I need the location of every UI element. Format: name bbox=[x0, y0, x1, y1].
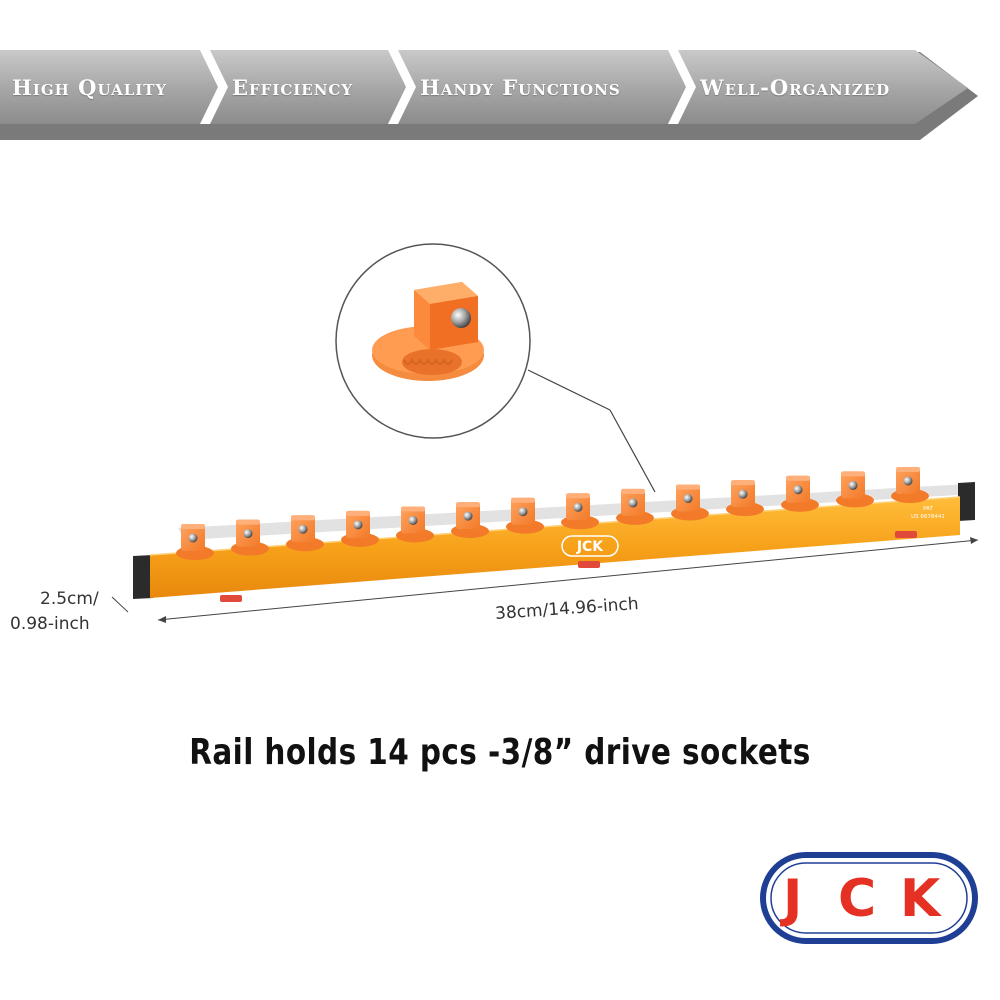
patent-line-2: US 6678441 bbox=[911, 514, 945, 520]
dimension-lines bbox=[111, 537, 979, 623]
length-dimension-line bbox=[157, 539, 979, 621]
socket-clip bbox=[561, 493, 599, 530]
rail-end-cap-left bbox=[133, 555, 153, 599]
socket-clip bbox=[506, 497, 544, 534]
brand-logo bbox=[760, 852, 978, 944]
banner-arrow-shape bbox=[0, 50, 978, 140]
socket-clip bbox=[231, 519, 269, 556]
rail-foot bbox=[578, 561, 600, 568]
rail-body bbox=[150, 497, 960, 598]
socket-clip bbox=[836, 471, 874, 508]
banner-item-efficiency: Efficiency bbox=[232, 75, 354, 100]
socket-clip bbox=[176, 524, 214, 560]
banner-item-handy-functions: Handy Functions bbox=[420, 75, 621, 100]
brand-logo-letter-c: C bbox=[838, 869, 877, 929]
socket-clip bbox=[781, 475, 819, 512]
brand-logo-letter-k: K bbox=[900, 869, 941, 929]
rail-logo: JCK bbox=[576, 539, 604, 555]
rail-foot bbox=[220, 595, 242, 602]
socket-rail: JCK PAT US 6678441 bbox=[133, 467, 975, 602]
socket-clip bbox=[286, 515, 324, 552]
socket-clip bbox=[726, 480, 764, 517]
height-dimension-label-2: 0.98-inch bbox=[10, 614, 90, 634]
socket-clips bbox=[176, 467, 929, 560]
banner-item-high-quality: High Quality bbox=[12, 75, 168, 100]
rail-foot bbox=[895, 531, 917, 538]
banner-item-well-organized: Well-Organized bbox=[700, 75, 891, 100]
height-dimension-line bbox=[111, 596, 129, 613]
height-dimension-label-1: 2.5cm/ bbox=[40, 589, 99, 609]
clip-zoom-detail bbox=[335, 243, 656, 493]
rail-end-cap-right bbox=[958, 482, 975, 521]
socket-clip bbox=[396, 506, 434, 543]
product-caption: Rail holds 14 pcs -3/8” drive sockets bbox=[189, 732, 811, 773]
socket-clip bbox=[451, 502, 489, 539]
feature-banner: High Quality Efficiency Handy Functions … bbox=[0, 50, 980, 142]
brand-logo-letter-j: J bbox=[783, 869, 803, 929]
socket-clip bbox=[341, 510, 379, 547]
socket-clip bbox=[616, 488, 654, 525]
socket-clip bbox=[891, 467, 929, 503]
patent-line-1: PAT bbox=[923, 506, 933, 512]
socket-clip bbox=[671, 484, 709, 521]
